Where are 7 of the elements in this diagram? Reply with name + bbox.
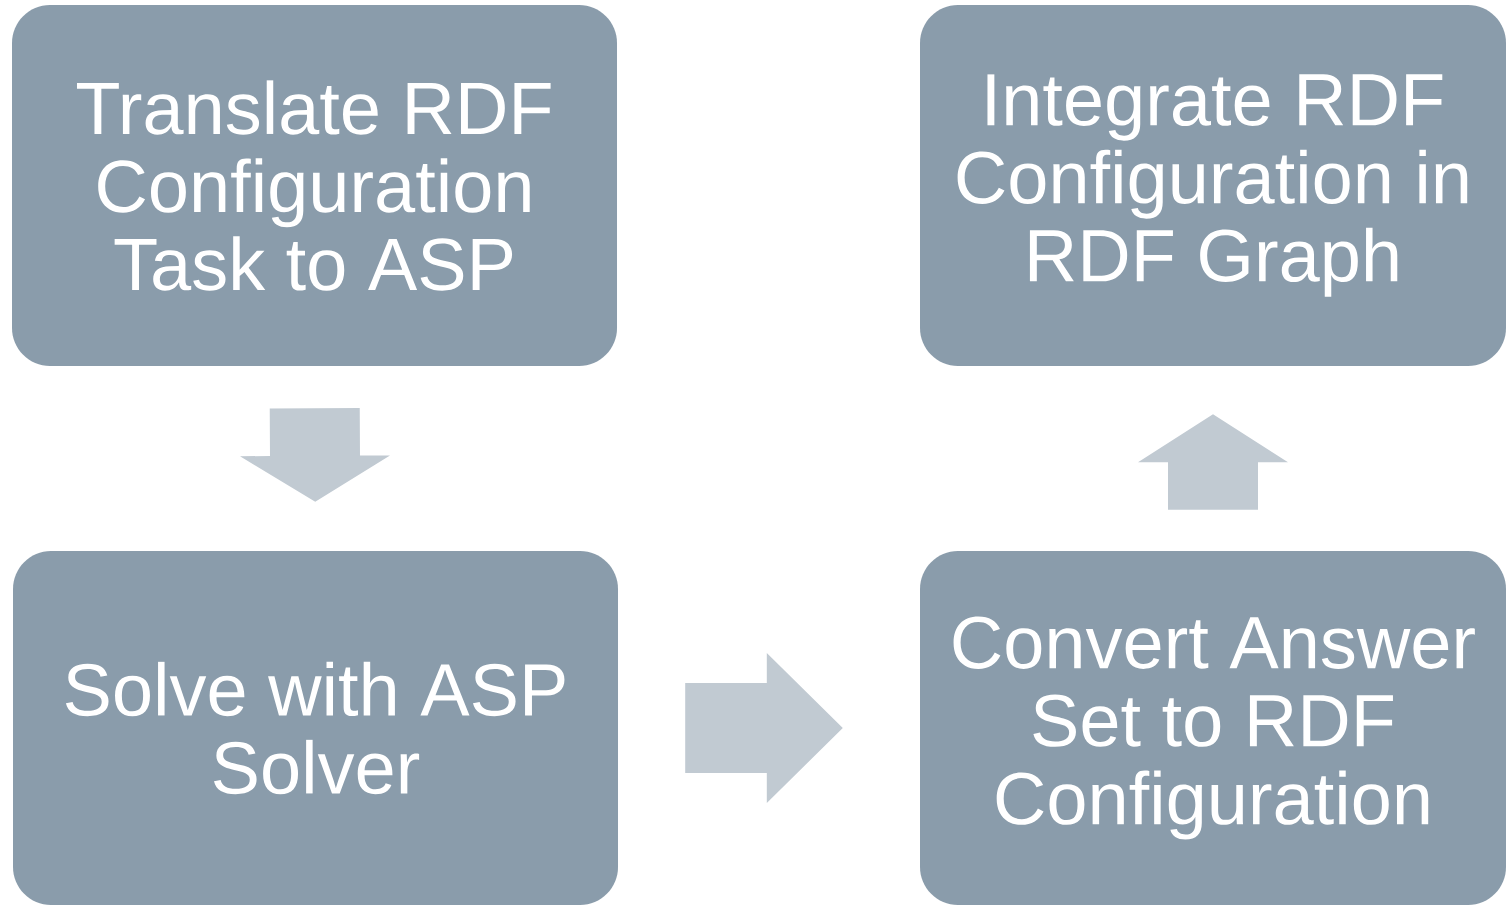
- block-arrow: [1138, 414, 1288, 510]
- process-box: Translate RDF Configuration Task to ASP: [12, 5, 617, 366]
- process-box: Convert Answer Set to RDF Configuration: [920, 551, 1506, 905]
- block-arrow: [240, 407, 390, 502]
- process-box: Solve with ASP Solver: [13, 551, 618, 905]
- block-arrow: [685, 653, 843, 803]
- process-box: Integrate RDF Configuration in RDF Graph: [920, 5, 1506, 366]
